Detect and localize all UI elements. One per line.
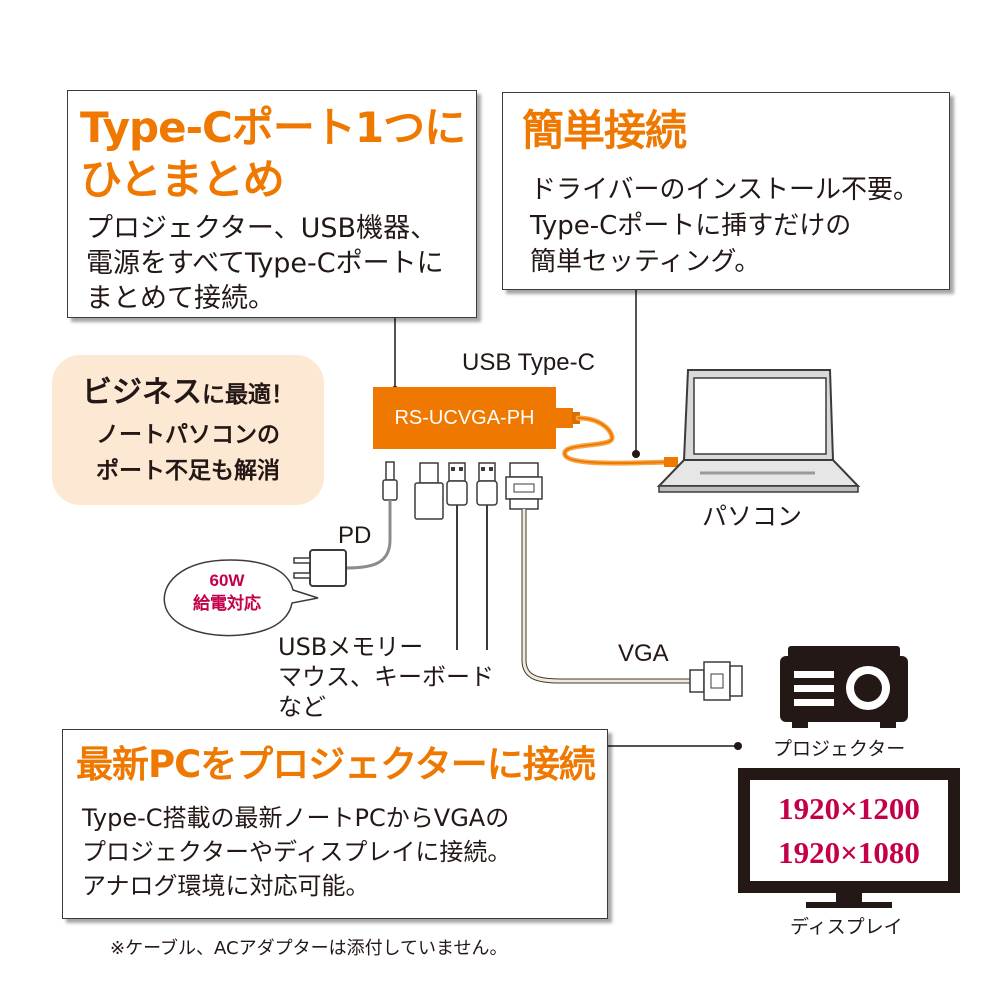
usb-mouse-cable: [446, 462, 468, 650]
pd-cable: [344, 461, 398, 570]
usb-devices-label-line1: USBメモリー: [278, 633, 424, 661]
feature-one-port-text-line2: 電源をすべてType-Cポートに: [86, 248, 444, 279]
feature-one-port-text-line1: プロジェクター、USB機器、: [86, 213, 438, 244]
feature-one-port-title-line1: Type-Cポート1つに: [80, 103, 466, 152]
vga-label: VGA: [618, 640, 669, 667]
footnote: ※ケーブル、ACアダプターは添付していません。: [110, 938, 508, 959]
resolution-1920x1200: 1920×1200: [778, 791, 920, 826]
power-bubble-line2: 給電対応: [193, 594, 261, 614]
vga-cable: [505, 462, 743, 701]
feature-projector-text-line2: プロジェクターやディスプレイに接続。: [82, 838, 512, 866]
usb-memory-icon: [414, 462, 444, 520]
feature-easy-connect-text-line1: ドライバーのインストール不要。: [530, 175, 919, 205]
feature-box-easy-connect: [502, 92, 950, 290]
ac-charger-icon: [293, 549, 347, 587]
usb-devices-label-line2: マウス、キーボード: [278, 663, 494, 691]
projector-icon: [780, 646, 908, 728]
feature-easy-connect-text-line2: Type-Cポートに挿すだけの: [530, 211, 852, 241]
display-label: ディスプレイ: [790, 916, 903, 938]
feature-projector-title: 最新PCをプロジェクターに接続: [76, 743, 596, 786]
adapter-model-label: RS-UCVGA-PH: [394, 406, 535, 429]
business-badge-emphasis: ビジネス: [82, 375, 202, 410]
pd-label: PD: [338, 522, 372, 549]
usb-type-c-label: USB Type-C: [462, 349, 595, 376]
feature-one-port-title-line2: ひとまとめ: [80, 155, 285, 204]
feature-box-one-port: [67, 90, 477, 318]
feature-projector-text-line3: アナログ環境に対応可能。: [82, 872, 370, 900]
projector-label: プロジェクター: [773, 738, 906, 760]
resolution-1920x1080: 1920×1080: [778, 835, 920, 870]
leader-dot-box3: [734, 742, 742, 750]
adapter-body: RS-UCVGA-PH: [373, 387, 556, 449]
display-monitor-icon: [738, 768, 960, 908]
feature-one-port-text-line3: まとめて接続。: [86, 283, 275, 314]
laptop-icon: [656, 369, 861, 493]
business-badge-line2: ノートパソコンの: [96, 422, 280, 448]
power-bubble-text: 60W 給電対応: [168, 570, 286, 616]
feature-easy-connect-text-line3: 簡単セッティング。: [530, 247, 761, 277]
power-bubble-line1: 60W: [209, 571, 245, 590]
usb-devices-label-line3: など: [278, 693, 326, 721]
feature-easy-connect-title: 簡単接続: [522, 106, 687, 155]
power-speech-bubble: [163, 559, 319, 637]
business-badge-suffix: に最適！: [202, 382, 294, 408]
leader-dot-box2: [632, 450, 640, 458]
business-badge: ビジネスに最適！ ノートパソコンの ポート不足も解消: [52, 355, 324, 505]
business-badge-line3: ポート不足も解消: [96, 458, 280, 484]
feature-box-projector: [62, 729, 608, 919]
usb-c-cable: [555, 408, 678, 467]
business-badge-line1: ビジネスに最適！: [52, 373, 324, 417]
feature-projector-text-line1: Type-C搭載の最新ノートPCからVGAの: [82, 804, 510, 832]
usb-keyboard-cable: [476, 462, 498, 650]
pc-label: パソコン: [702, 502, 803, 531]
